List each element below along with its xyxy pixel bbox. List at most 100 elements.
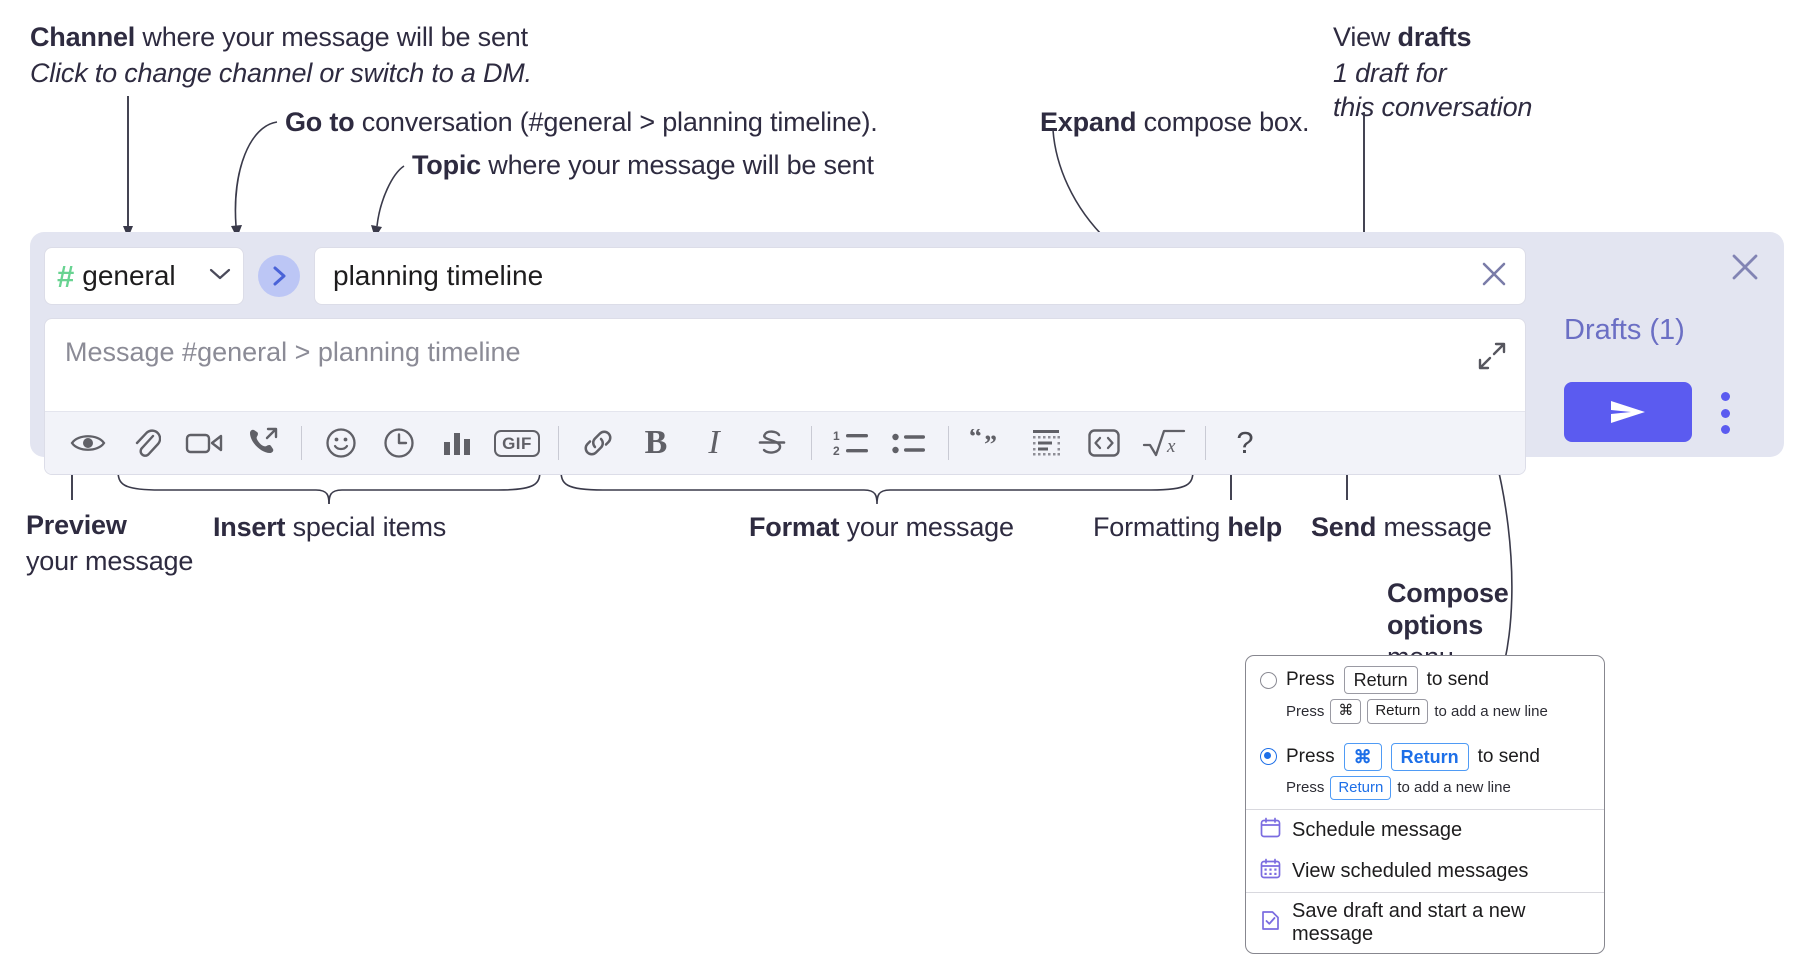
compose-options-button[interactable] [1716, 392, 1734, 434]
annotation-help-strong: help [1227, 512, 1283, 542]
menu-item-label: Save draft and start a new message [1292, 900, 1526, 946]
toolbar-separator [811, 426, 812, 460]
radio-return[interactable] [1260, 671, 1277, 689]
annotation-drafts-sub2: this conversation [1333, 91, 1533, 122]
bulleted-list-icon[interactable] [880, 418, 938, 468]
message-input[interactable]: Message #general > planning timeline [45, 319, 1525, 411]
send-button[interactable] [1564, 382, 1692, 442]
annotation-insert-rest: special items [285, 512, 447, 542]
toolbar-separator [301, 426, 302, 460]
video-icon[interactable] [175, 418, 233, 468]
annotation-insert: Insert special items [213, 512, 446, 544]
goto-conversation-button[interactable] [258, 255, 300, 297]
annotation-send-strong: Send [1311, 512, 1377, 542]
annotation-format: Format your message [749, 512, 1014, 544]
menu-option-cmd-return-post: to send [1477, 745, 1540, 767]
menu-option-return-pre: Press [1286, 669, 1335, 691]
menu-divider [1246, 892, 1604, 894]
menu-item-save-draft[interactable]: Save draft and start a new message [1246, 893, 1604, 953]
emoji-icon[interactable] [312, 418, 370, 468]
toolbar-separator [558, 426, 559, 460]
annotation-compose-options-strong1: Compose [1387, 578, 1509, 608]
expand-compose-icon[interactable] [1477, 341, 1507, 376]
audio-call-icon[interactable] [233, 418, 291, 468]
annotation-topic-strong: Topic [412, 150, 481, 180]
clock-icon[interactable] [370, 418, 428, 468]
bold-icon[interactable]: B [627, 418, 685, 468]
kebab-dot [1720, 408, 1730, 418]
menu-option-return[interactable]: Press Return to send [1246, 656, 1604, 696]
menu-item-view-scheduled-messages[interactable]: View scheduled messages [1246, 851, 1604, 892]
annotation-drafts: View drafts 1 draft for this conversatio… [1333, 22, 1532, 124]
composer-main: # general planning timeline Message #gen… [44, 246, 1526, 475]
close-icon[interactable] [1728, 250, 1762, 289]
annotation-expand: Expand compose box. [1040, 107, 1310, 139]
send-icon [1611, 401, 1645, 423]
menu-option-return-sub-post: to add a new line [1434, 702, 1548, 720]
attachment-icon[interactable] [117, 418, 175, 468]
annotation-channel-rest: where your message will be sent [135, 22, 528, 52]
bold-label: B [644, 424, 668, 461]
annotation-insert-strong: Insert [213, 512, 286, 542]
composer-topic-row: # general planning timeline [44, 246, 1526, 306]
key-return: Return [1330, 775, 1392, 801]
inline-code-icon[interactable] [1075, 418, 1133, 468]
menu-option-return-sub: Press ⌘ Return to add a new line [1246, 696, 1604, 732]
svg-text:”: ” [984, 430, 997, 457]
topic-value: planning timeline [333, 260, 544, 291]
annotation-goto-rest: conversation (#general > planning timeli… [354, 107, 878, 137]
menu-item-schedule-message[interactable]: Schedule message [1246, 810, 1604, 851]
drafts-link[interactable]: Drafts (1) [1564, 314, 1685, 346]
italic-icon[interactable]: I [685, 418, 743, 468]
help-icon[interactable]: ? [1216, 418, 1274, 468]
kebab-dot [1720, 425, 1730, 434]
channel-selector[interactable]: # general [44, 247, 244, 305]
annotation-preview-strong: Preview [26, 510, 127, 540]
math-icon[interactable]: x [1133, 418, 1195, 468]
annotation-drafts-pre: View [1333, 22, 1398, 52]
menu-option-cmd-return[interactable]: Press ⌘ Return to send [1246, 733, 1604, 773]
kebab-dot [1720, 392, 1730, 401]
annotation-send: Send message [1311, 512, 1492, 544]
key-command: ⌘ [1330, 699, 1362, 724]
message-composer: # general planning timeline Message #gen… [30, 232, 1784, 475]
toolbar-separator [1205, 426, 1206, 460]
key-return: Return [1343, 666, 1418, 695]
annotation-goto: Go to conversation (#general > planning … [285, 107, 878, 139]
topic-clear-icon[interactable] [1477, 257, 1511, 296]
menu-option-cmd-return-sub-post: to add a new line [1397, 779, 1511, 797]
save-draft-icon [1260, 910, 1281, 937]
compose-options-menu: Press Return to send Press ⌘ Return to a… [1245, 655, 1605, 954]
menu-divider [1246, 809, 1604, 811]
annotation-send-rest: message [1376, 512, 1492, 542]
topic-input[interactable]: planning timeline [314, 247, 1526, 305]
italic-label: I [708, 424, 720, 461]
annotation-drafts-sub1: 1 draft for [1333, 57, 1447, 88]
channel-name-label: general [82, 260, 176, 291]
channel-hash-icon: # [57, 258, 75, 294]
radio-cmd-return[interactable] [1260, 748, 1277, 766]
annotation-topic-rest: where your message will be sent [481, 150, 874, 180]
preview-icon[interactable] [59, 418, 117, 468]
strikethrough-icon[interactable] [743, 418, 801, 468]
key-command: ⌘ [1343, 742, 1382, 771]
menu-option-return-post: to send [1426, 669, 1489, 691]
blockquote-icon[interactable]: “” [959, 418, 1017, 468]
poll-icon[interactable] [428, 418, 486, 468]
code-block-icon[interactable] [1017, 418, 1075, 468]
annotation-preview: Preview your message [26, 510, 193, 578]
link-icon[interactable] [569, 418, 627, 468]
gif-icon[interactable]: GIF [486, 418, 548, 468]
calendar-grid-icon [1260, 858, 1281, 885]
help-label: ? [1236, 425, 1254, 460]
svg-text:1: 1 [833, 429, 840, 443]
menu-option-cmd-return-sub-pre: Press [1286, 779, 1325, 797]
gif-label: GIF [494, 429, 540, 457]
key-return: Return [1390, 742, 1469, 771]
annotation-channel: Channel where your message will be sent … [30, 22, 532, 90]
annotation-channel-sub: Click to change channel or switch to a D… [30, 57, 532, 88]
message-placeholder: Message #general > planning timeline [65, 337, 521, 367]
menu-option-return-sub-pre: Press [1286, 702, 1325, 720]
